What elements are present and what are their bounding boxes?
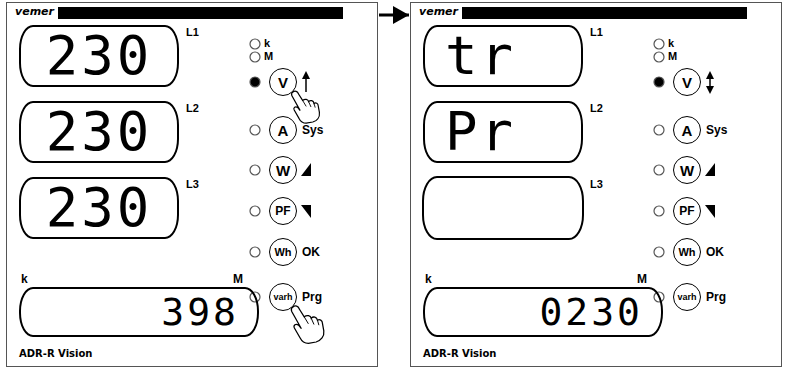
key-button: PF	[269, 197, 297, 225]
panel-label: M	[233, 273, 243, 285]
display-reading: 230	[46, 105, 153, 159]
led	[250, 292, 260, 302]
panel-label: L3	[590, 179, 603, 190]
panel-label: L1	[590, 27, 603, 38]
display-reading: Pr	[445, 105, 516, 159]
panel-label: M	[668, 51, 677, 62]
hand-fingers	[304, 317, 319, 325]
led-on	[654, 77, 664, 87]
panel-label: L3	[186, 179, 199, 190]
led	[654, 165, 664, 175]
model-name: ADR-R Vision	[19, 349, 92, 359]
updown-arrow-head	[706, 71, 714, 79]
blank-display	[423, 177, 583, 239]
key-label: PF	[679, 205, 694, 217]
display-reading: 230	[46, 181, 153, 235]
panel-label: Prg	[302, 291, 322, 303]
key-button: A	[269, 116, 297, 144]
lcd-display: Pr	[423, 101, 583, 163]
key-button: W	[269, 156, 297, 184]
key-label: varh	[677, 293, 696, 302]
brand-bar	[58, 7, 343, 19]
led	[250, 125, 260, 135]
key-label: V	[278, 75, 288, 90]
updown-arrow-head	[706, 86, 714, 94]
panel-label: Prg	[706, 291, 726, 303]
led	[250, 165, 260, 175]
panel-label: k	[425, 273, 432, 285]
key-button: varh	[673, 283, 701, 311]
key-button: V	[673, 68, 701, 96]
led	[250, 39, 260, 49]
lcd-display: 230	[19, 177, 179, 239]
led	[654, 52, 664, 62]
led	[654, 247, 664, 257]
down-wedge	[301, 205, 311, 218]
panel-label: L2	[186, 103, 199, 114]
panel-label: L1	[186, 27, 199, 38]
panel-label: k	[21, 273, 28, 285]
flow-arrow	[379, 14, 409, 17]
led	[654, 125, 664, 135]
hand-outline	[292, 91, 320, 123]
brand-bar	[462, 7, 747, 19]
panel-label: Sys	[706, 124, 727, 136]
key-label: V	[682, 75, 692, 90]
brand-logo: vemer	[15, 6, 54, 17]
key-button: A	[673, 116, 701, 144]
down-wedge	[705, 205, 715, 218]
led	[654, 206, 664, 216]
led-on	[250, 77, 260, 87]
key-label: PF	[275, 205, 290, 217]
led	[250, 52, 260, 62]
panel-label: Sys	[302, 124, 323, 136]
key-label: A	[682, 123, 693, 138]
panel-label: k	[264, 38, 270, 49]
brand-bar	[58, 7, 747, 19]
key-label: varh	[273, 293, 292, 302]
lcd-display: 398	[19, 287, 259, 337]
panel-label: L2	[590, 103, 603, 114]
display-reading: tr	[445, 29, 516, 83]
key-label: W	[680, 163, 694, 178]
up-wedge	[705, 163, 715, 176]
display-reading: 398	[161, 293, 239, 331]
lcd-display: 230	[19, 101, 179, 163]
key-label: Wh	[274, 247, 291, 258]
led	[654, 292, 664, 302]
display-reading: 230	[46, 29, 153, 83]
panel-label: OK	[302, 246, 320, 258]
led	[250, 247, 260, 257]
key-button: V	[269, 68, 297, 96]
key-label: A	[278, 123, 289, 138]
display-reading: 0230	[539, 293, 643, 331]
hand-outline	[291, 306, 324, 343]
key-button: W	[673, 156, 701, 184]
led	[654, 39, 664, 49]
model-name: ADR-R Vision	[423, 349, 496, 359]
lcd-display: 230	[19, 25, 179, 87]
panel-label: M	[264, 51, 273, 62]
lcd-display: 0230	[423, 287, 663, 337]
up-arrow-head	[302, 71, 310, 79]
hand-fingers	[303, 100, 316, 107]
key-button: Wh	[673, 238, 701, 266]
pressing-hand	[292, 91, 320, 123]
panel-label: OK	[706, 246, 724, 258]
pressing-hand	[291, 306, 324, 343]
led	[250, 206, 260, 216]
lcd-display: tr	[423, 25, 583, 87]
brand-logo: vemer	[419, 6, 458, 17]
key-button: varh	[269, 283, 297, 311]
key-button: PF	[673, 197, 701, 225]
key-button: Wh	[269, 238, 297, 266]
up-wedge	[301, 163, 311, 176]
key-symbols	[301, 71, 715, 218]
key-label: Wh	[678, 247, 695, 258]
panel-label: M	[637, 273, 647, 285]
key-label: W	[276, 163, 290, 178]
panel-label: k	[668, 38, 674, 49]
